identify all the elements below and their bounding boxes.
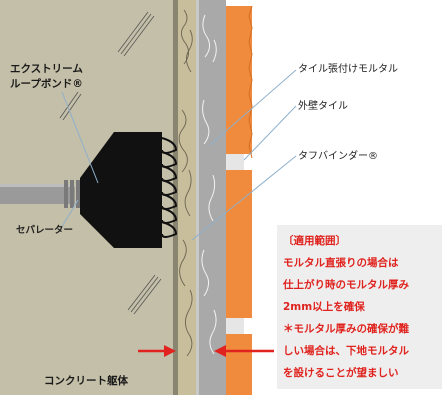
- tough-binder-label: タフバインダー®: [298, 151, 378, 162]
- leader-tile: [243, 105, 297, 161]
- tile-1: [226, 6, 252, 154]
- tile-mortar-layer: [196, 0, 226, 395]
- binder-texture: [178, 9, 193, 357]
- mortar-texture: [201, 14, 217, 355]
- separator-thread: [64, 180, 80, 208]
- note-title: 〔適用範囲〕: [283, 235, 346, 247]
- separator-rod: [0, 184, 75, 204]
- leader-product: [61, 91, 99, 184]
- note-line-1: モルタル直張りの場合は: [283, 257, 399, 269]
- loop-bond-label-line-2: ループボンド®: [10, 78, 83, 90]
- arrow-concrete-head: [164, 345, 176, 357]
- note-line-6: を設けることが望ましい: [283, 367, 399, 379]
- loop-bond-label: エクストリーム ループボンド®: [10, 62, 83, 92]
- red-arrows: [138, 345, 274, 357]
- application-scope-note: 〔適用範囲〕 モルタル直張りの場合は 仕上がり時のモルタル厚み 2mm以上を確保…: [277, 225, 442, 389]
- concrete-hatching: [59, 11, 162, 315]
- concrete-surface-edge: [173, 0, 179, 395]
- tile-joint-2: [226, 318, 244, 334]
- loop-bond-anchor: [80, 132, 162, 248]
- tile-2: [226, 170, 252, 318]
- arrow-tile-head: [214, 345, 226, 357]
- note-line-2: 仕上がり時のモルタル厚み: [283, 279, 409, 291]
- separator-label: セパレーター: [16, 225, 74, 236]
- leader-mortar: [209, 69, 297, 146]
- note-line-4: ＊モルタル厚みの確保が難: [283, 323, 409, 335]
- anchor-spiral-loops: [161, 137, 178, 238]
- leader-lines: [59, 69, 297, 241]
- concrete-body-label: コンクリート躯体: [44, 375, 128, 387]
- tile-edge-texture: [248, 5, 253, 159]
- leader-binder: [191, 155, 297, 241]
- mortar-edge-highlight: [196, 0, 199, 395]
- tile-mortar-label: タイル張付けモルタル: [298, 64, 398, 75]
- note-line-3: 2mm以上を確保: [283, 301, 365, 313]
- separator-highlight: [0, 184, 75, 187]
- loop-bond-label-line-1: エクストリーム: [10, 63, 83, 75]
- leader-separator: [59, 199, 79, 231]
- note-line-5: しい場合は、下地モルタル: [283, 345, 409, 357]
- tile-3: [226, 334, 252, 395]
- exterior-tile-label: 外壁タイル: [298, 101, 348, 112]
- tile-joint-1: [226, 154, 244, 170]
- exterior-tiles: [226, 5, 253, 395]
